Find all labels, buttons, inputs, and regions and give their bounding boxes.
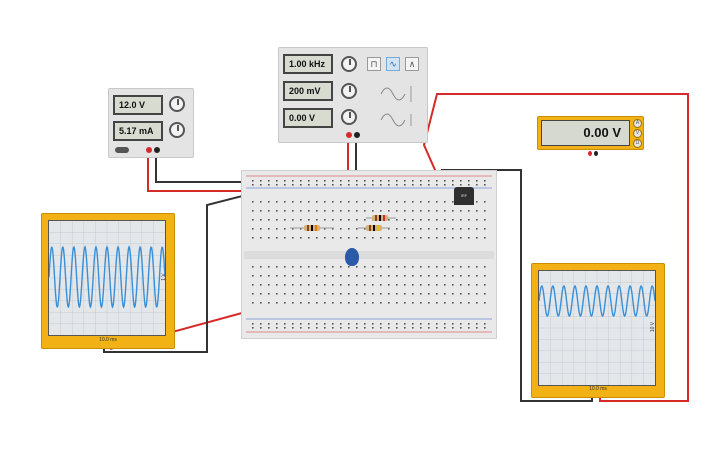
resistor-2 [366,215,396,221]
oscilloscope-1[interactable]: 10.0 ms 1 V [41,213,175,349]
capacitor[interactable] [345,248,359,266]
oscilloscope-2-time-div: 10.0 ms [589,386,607,392]
breadboard-holes [244,175,494,333]
voltage-display: 12.0 V [113,95,163,115]
oscilloscope-2-trace [539,271,655,385]
generator-negative-terminal[interactable] [354,132,360,138]
mosfet[interactable]: IRF [454,187,474,205]
mode-ohms-button[interactable]: Ω [633,139,642,148]
dc-power-supply[interactable]: 12.0 V 5.17 mA [108,88,194,158]
current-display: 5.17 mA [113,121,163,141]
wire-psu-negative [155,149,260,183]
oscilloscope-1-trace [49,221,165,335]
current-knob-icon[interactable] [169,122,185,138]
sine-wave-button[interactable]: ∿ [386,57,400,71]
power-switch[interactable] [115,147,129,153]
mosfet-label: IRF [460,193,468,198]
resistors [290,215,396,231]
resistor-1 [290,225,334,231]
multimeter-display: 0.00 V [541,120,630,146]
multimeter-negative-probe[interactable] [594,151,598,156]
oscilloscope-1-time-div: 10.0 ms [99,337,117,343]
resistor-3 [358,225,390,231]
multimeter[interactable]: 0.00 V A V Ω [537,116,644,156]
triangle-wave-button[interactable]: ∧ [405,57,419,71]
mode-amps-button[interactable]: A [633,119,642,128]
frequency-knob-icon[interactable] [341,56,357,72]
function-generator[interactable]: 1.00 kHz 200 mV 0.00 V ⊓ ∿ ∧ [278,47,428,143]
multimeter-positive-probe[interactable] [588,151,592,156]
negative-terminal[interactable] [154,147,160,153]
voltage-knob-icon[interactable] [169,96,185,112]
oscilloscope-2-screen [538,270,656,386]
wire-scope1-ground [103,182,294,353]
square-wave-button[interactable]: ⊓ [367,57,381,71]
oscilloscope-1-volt-div: 1 V [160,273,167,281]
positive-terminal[interactable] [146,147,152,153]
oscilloscope-2-volt-div: 10 V [650,321,657,333]
oscilloscope-2[interactable]: 10.0 ms 10 V [531,263,665,398]
offset-knob-icon[interactable] [341,109,357,125]
wire-psu-positive [147,149,260,192]
mode-volts-button[interactable]: V [633,129,642,138]
oscilloscope-1-screen [48,220,166,336]
frequency-display: 1.00 kHz [283,54,333,74]
amplitude-knob-icon[interactable] [341,83,357,99]
generator-positive-terminal[interactable] [346,132,352,138]
wire-scope2-probe [422,93,689,402]
offset-display: 0.00 V [283,108,333,128]
amplitude-display: 200 mV [283,81,333,101]
waveform-diagram-icon [380,86,412,127]
